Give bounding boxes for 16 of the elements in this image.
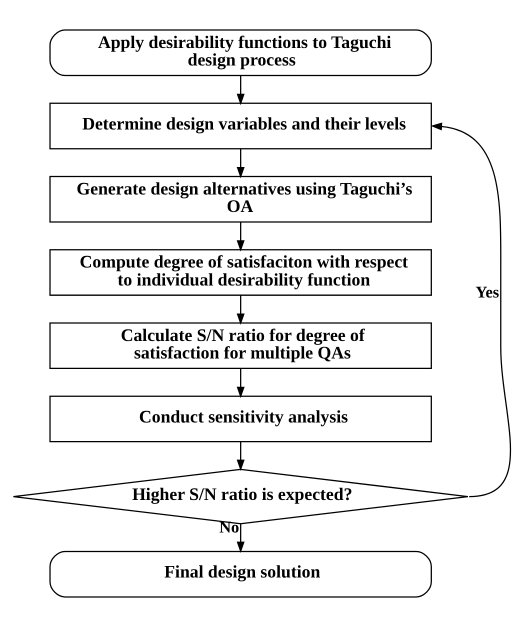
node-box: Compute degree of satisfaciton with respect to individual desirability function	[49, 249, 432, 296]
edge-label: Yes	[476, 282, 500, 302]
node-box: Determine design variables and their levels	[49, 102, 432, 150]
node-box: Conduct sensitivity analysis	[49, 396, 432, 442]
arrow	[430, 122, 511, 498]
node-box: Final design solution	[49, 550, 432, 598]
arrow	[236, 524, 245, 553]
arrow	[236, 222, 245, 252]
arrow	[236, 295, 245, 325]
arrow	[236, 368, 245, 398]
node-box: Apply desirability functions to Taguchi design process	[49, 29, 432, 76]
arrow	[236, 76, 245, 106]
node-box: Calculate S/N ratio for degree of satisfaction for multiple QAs	[49, 322, 432, 370]
arrow	[236, 442, 245, 472]
arrow	[236, 148, 245, 178]
node-box: Generate design alternatives using Taguchi’s OA	[49, 176, 432, 223]
